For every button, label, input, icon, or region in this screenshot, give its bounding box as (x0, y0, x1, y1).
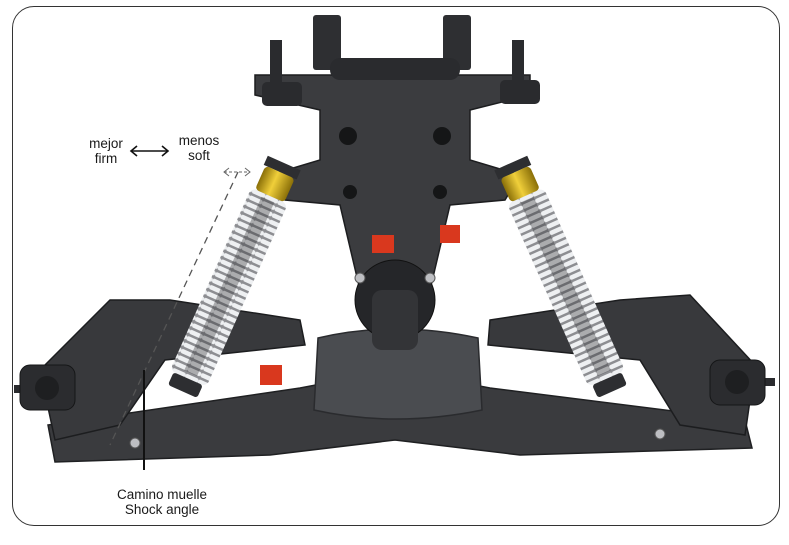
left-shock (168, 155, 301, 397)
adjust-arrow-small (223, 167, 251, 177)
softer-label: menos soft (170, 133, 228, 163)
shock-angle-label-es: Camino muelle (116, 487, 208, 502)
softer-label-en: soft (188, 148, 210, 163)
servo-left (260, 365, 282, 385)
right-tower-post (443, 15, 471, 70)
stiffer-label-es: mejor (89, 136, 123, 151)
right-shock (494, 155, 627, 397)
left-lower-arm (39, 299, 306, 441)
shock-tower (254, 74, 531, 291)
servo-center (372, 235, 394, 253)
shock-angle-label-en: Shock angle (124, 502, 200, 517)
stiffer-label-en: firm (94, 151, 118, 166)
firm-soft-arrow (129, 145, 170, 157)
stiffer-label: mejor firm (82, 136, 130, 166)
right-lower-arm (487, 294, 756, 436)
shock-angle-label: Camino muelle Shock angle (92, 487, 232, 517)
left-tower-post (313, 15, 341, 70)
shock-angle-guide-line (109, 171, 239, 446)
body-mount-bar (330, 58, 460, 80)
softer-label-es: menos (178, 133, 220, 148)
